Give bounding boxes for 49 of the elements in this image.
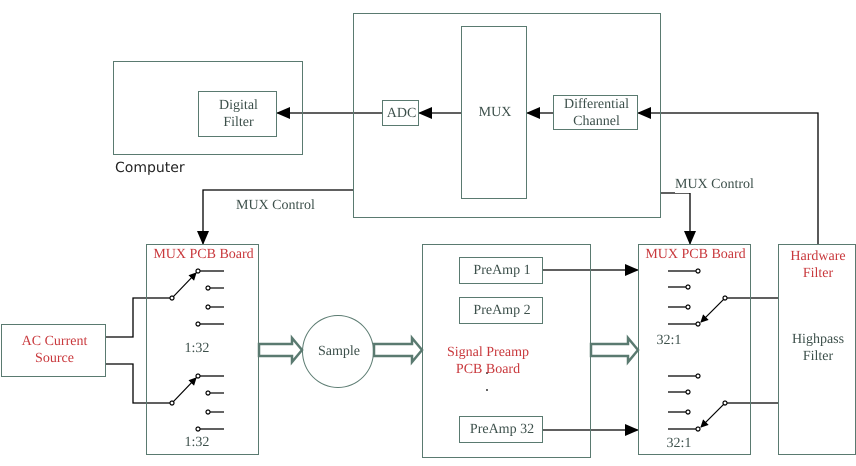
node-label: PreAmp 1 <box>472 262 532 279</box>
process-box <box>198 91 277 137</box>
arrow <box>418 107 461 119</box>
arrow <box>197 189 353 245</box>
ratio-label: 32:1 <box>666 435 692 452</box>
arrow <box>661 192 696 245</box>
wire-line <box>106 363 146 404</box>
arrow <box>637 107 819 244</box>
box-heading: Signal Preamp PCB Board <box>446 344 530 378</box>
ratio-label: 1:32 <box>184 434 210 451</box>
ratio-label: 1:32 <box>184 340 210 357</box>
node-label: ADC <box>386 105 418 122</box>
filter-box <box>778 244 856 455</box>
ratio-label: 32:1 <box>656 332 682 349</box>
box-heading: MUX PCB Board <box>644 246 747 263</box>
node-label: Highpass Filter <box>790 331 846 365</box>
board-box <box>638 244 751 455</box>
sample-circle <box>302 315 374 388</box>
board-box <box>422 244 591 458</box>
process-box <box>459 257 543 284</box>
node-label: Digital Filter <box>218 97 259 131</box>
node-label: AC Current Source <box>20 333 88 367</box>
node-label: Differential Channel <box>562 96 630 130</box>
node-label: PreAmp 32 <box>468 421 536 438</box>
process-box <box>382 100 419 126</box>
wire-line <box>751 297 778 299</box>
arrow <box>543 424 639 436</box>
wire-line <box>106 297 146 338</box>
board-box <box>146 244 259 455</box>
process-box <box>553 95 638 130</box>
edge-label: MUX Control <box>675 176 754 193</box>
box-heading: Hardware Filter <box>789 248 847 282</box>
box-heading: MUX PCB Board <box>152 246 255 263</box>
box-caption: Computer <box>115 160 186 177</box>
node-label: Sample <box>317 343 361 360</box>
wire-line <box>751 402 778 404</box>
arrow <box>276 107 382 119</box>
process-box <box>459 297 543 324</box>
hollow-arrow <box>590 334 640 366</box>
hollow-arrow <box>372 334 424 366</box>
node-label: PreAmp 2 <box>472 302 532 319</box>
arrow <box>543 264 639 276</box>
source-box <box>1 324 106 377</box>
node-label: MUX <box>478 104 512 121</box>
arrow <box>526 107 553 119</box>
process-box <box>461 26 527 199</box>
hollow-arrow <box>258 334 304 366</box>
device-box <box>353 13 661 218</box>
process-box <box>459 416 543 443</box>
